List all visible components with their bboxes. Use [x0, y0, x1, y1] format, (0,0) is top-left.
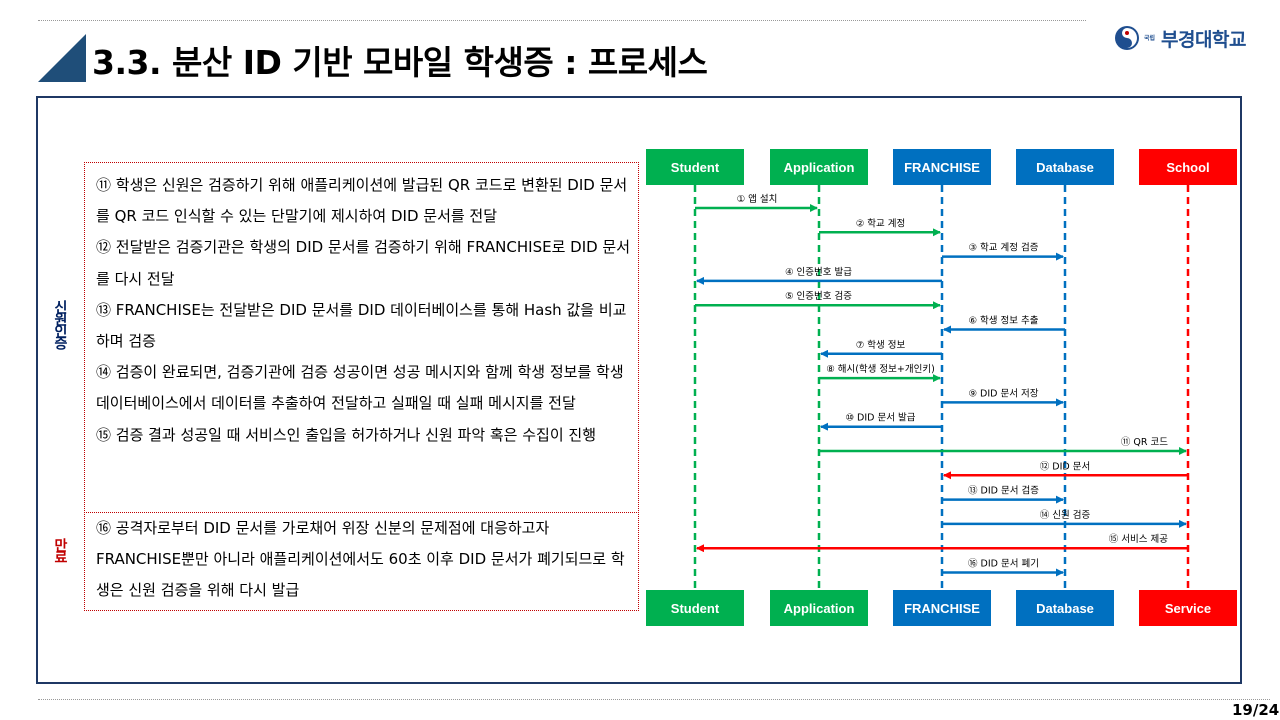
- side-label-auth: 신원인증: [52, 300, 68, 348]
- actor-bottom-service-box: [1139, 590, 1237, 626]
- message-13-label: ⑬ DID 문서 검증: [968, 485, 1039, 497]
- message-10-label: ⑩ DID 문서 발급: [846, 413, 916, 424]
- university-logo: 국립 부경대학교: [1114, 24, 1246, 52]
- actor-bottom-application-label: Application: [784, 601, 855, 616]
- actor-bottom-database-label: Database: [1036, 601, 1094, 616]
- actor-top-student-label: Student: [671, 160, 720, 175]
- message-7-label: ⑦ 학생 정보: [856, 340, 906, 351]
- actor-top-school-label: School: [1166, 160, 1209, 175]
- message-16-label: ⑯ DID 문서 폐기: [968, 558, 1039, 570]
- message-2-label: ② 학교 계정: [856, 217, 906, 229]
- bottom-dotted-divider: [38, 699, 1270, 700]
- content-frame: [36, 96, 1242, 684]
- top-dotted-divider: [38, 20, 1086, 21]
- actor-bottom-franchise-box: [893, 590, 991, 626]
- message-6-label: ⑥ 학생 정보 추출: [968, 316, 1038, 327]
- page-number: 19/24: [1232, 701, 1280, 719]
- message-12-label: ⑫ DID 문서: [1040, 461, 1090, 472]
- logo-text: 부경대학교: [1161, 28, 1246, 51]
- step-15-text: ⑮ 검증 결과 성공일 때 서비스인 출입을 허가하거나 신원 파악 혹은 수집…: [96, 425, 597, 444]
- actor-bottom-application-box: [770, 590, 868, 626]
- slide-title: 3.3. 분산 ID 기반 모바일 학생증 : 프로세스: [92, 43, 708, 82]
- message-5-label: ⑤ 인증번호 검증: [785, 290, 852, 302]
- actor-top-database-label: Database: [1036, 160, 1094, 175]
- step-14-text: ⑭ 검증이 완료되면, 검증기관에 검증 성공이면 성공 메시지와 함께 학생 …: [96, 363, 624, 413]
- message-1-label: ① 앱 설치: [737, 193, 778, 205]
- actor-bottom-franchise-label: FRANCHISE: [904, 601, 980, 616]
- steps-text-divider: [84, 512, 639, 513]
- auth-steps-paragraph: ⑪ 학생은 신원은 검증하기 위해 애플리케이션에 발급된 QR 코드로 변환된…: [96, 170, 636, 451]
- actor-top-franchise-label: FRANCHISE: [904, 160, 980, 175]
- step-13-text: ⑬ FRANCHISE는 전달받은 DID 문서를 DID 데이터베이스를 통해…: [96, 300, 627, 351]
- expire-steps-paragraph: ⑯ 공격자로부터 DID 문서를 가로채어 위장 신분의 문제점에 대응하고자 …: [96, 513, 636, 607]
- actor-top-database-box: [1016, 149, 1114, 185]
- message-9-label: ⑨ DID 문서 저장: [969, 388, 1039, 399]
- message-14-label: ⑭ 신원 검증: [1040, 509, 1091, 521]
- message-15-label: ⑮ 서비스 제공: [1109, 534, 1168, 545]
- actor-top-franchise-box: [893, 149, 991, 185]
- actor-bottom-student-label: Student: [671, 601, 720, 616]
- step-12-text: ⑫ 전달받은 검증기관은 학생의 DID 문서를 검증하기 위해 FRANCHI…: [96, 238, 631, 288]
- logo-small-text: 국립: [1144, 34, 1156, 42]
- step-16-text: ⑯ 공격자로부터 DID 문서를 가로채어 위장 신분의 문제점에 대응하고자 …: [96, 519, 625, 600]
- actor-top-school-box: [1139, 149, 1237, 185]
- title-triangle-decoration: [38, 34, 86, 82]
- university-emblem-icon: [1115, 26, 1139, 50]
- actor-top-application-box: [770, 149, 868, 185]
- actor-top-application-label: Application: [784, 160, 855, 175]
- actor-bottom-database-box: [1016, 590, 1114, 626]
- message-3-label: ③ 학교 계정 검증: [968, 242, 1038, 254]
- message-4-label: ④ 인증번호 발급: [785, 267, 852, 278]
- steps-text-box: [84, 162, 639, 611]
- message-8-label: ⑧ 해시(학생 정보+개인키): [826, 363, 935, 375]
- actor-bottom-service-label: Service: [1165, 601, 1211, 616]
- step-11-text: ⑪ 학생은 신원은 검증하기 위해 애플리케이션에 발급된 QR 코드로 변환된…: [96, 176, 628, 226]
- side-label-expire: 만료: [52, 538, 68, 562]
- actor-bottom-student-box: [646, 590, 744, 626]
- message-11-label: ⑪ QR 코드: [1121, 437, 1168, 448]
- actor-top-student-box: [646, 149, 744, 185]
